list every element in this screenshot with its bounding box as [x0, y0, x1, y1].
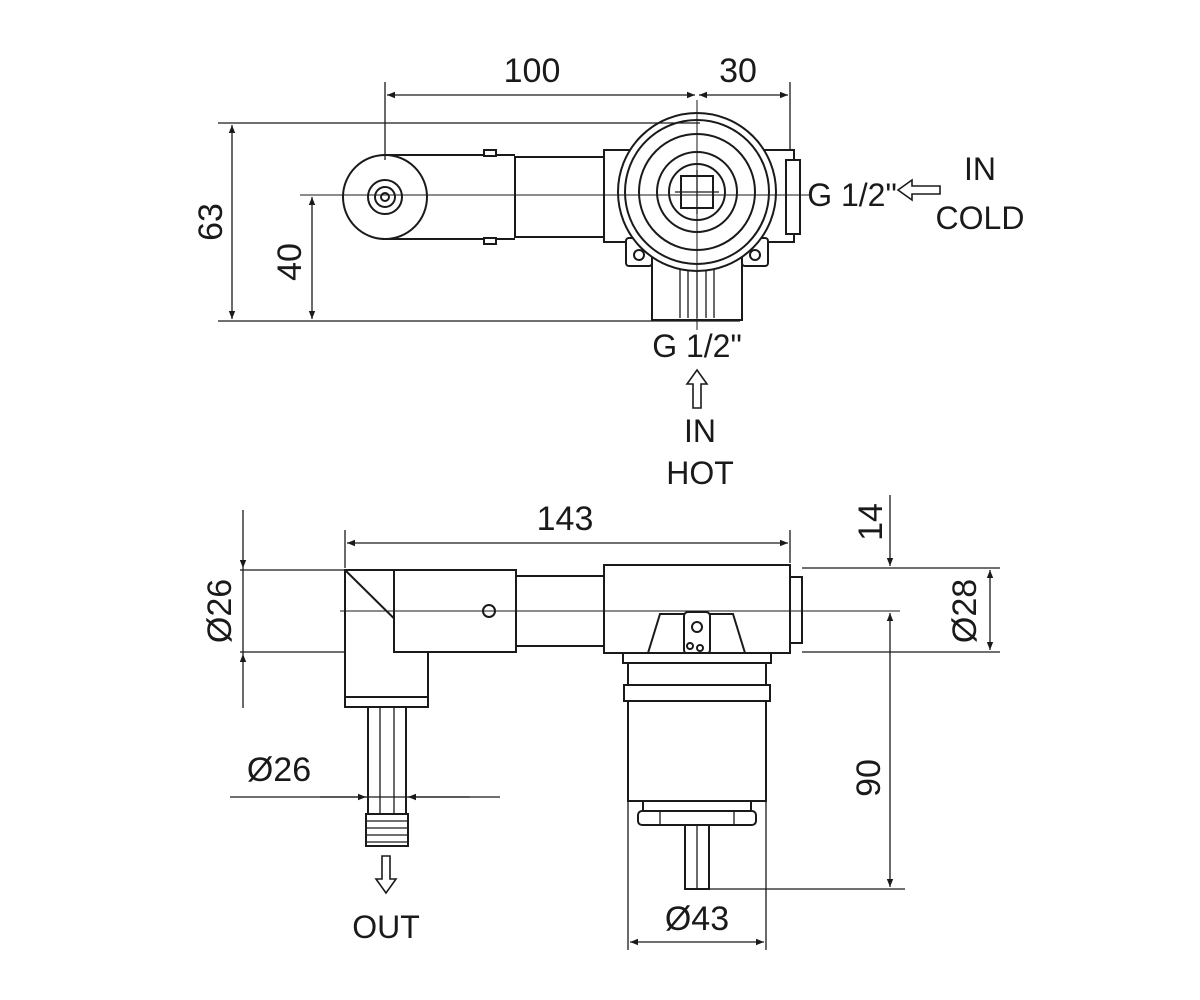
- hot-in-label: IN: [684, 413, 716, 449]
- dim-d26-left-label: Ø26: [201, 579, 239, 643]
- hot-inlet-arrow-icon: [685, 368, 709, 409]
- top-pipe-arm: [385, 149, 606, 245]
- hot-inlet-callout: G 1/2" IN HOT: [652, 328, 742, 491]
- bottom-spout-elbow: [344, 569, 429, 847]
- cold-thread-label: G 1/2": [807, 177, 897, 213]
- dim-d28: Ø28: [946, 570, 994, 650]
- dim-d43: Ø43: [630, 900, 764, 946]
- dim-d28-label: Ø28: [946, 579, 984, 643]
- top-valve-body: [603, 112, 801, 321]
- dim-30-label: 30: [719, 52, 757, 90]
- cold-cold-label: COLD: [936, 200, 1025, 236]
- dim-100: 100: [387, 52, 695, 99]
- top-view: 100 30 63 40 G 1/2" IN COLD G 1/2" IN: [192, 52, 1024, 491]
- dim-30: 30: [699, 52, 788, 99]
- dim-143-label: 143: [537, 500, 594, 538]
- cold-inlet-callout: G 1/2" IN COLD: [807, 151, 1024, 236]
- dim-40: 40: [271, 197, 316, 319]
- dim-100-label: 100: [504, 52, 561, 90]
- hot-hot-label: HOT: [666, 455, 734, 491]
- hot-thread-label: G 1/2": [652, 328, 742, 364]
- bottom-view: 143 Ø26 14 90 Ø28 Ø26: [201, 495, 1000, 950]
- dim-90-label: 90: [850, 759, 888, 797]
- dim-d43-label: Ø43: [665, 900, 729, 938]
- out-label: OUT: [352, 909, 420, 945]
- bottom-valve-body: [603, 564, 803, 890]
- dim-14-label: 14: [852, 503, 890, 541]
- dim-40-label: 40: [271, 243, 309, 281]
- top-outlet-disc: [342, 154, 428, 240]
- dim-d26-left: Ø26: [201, 510, 247, 708]
- dim-90: 90: [850, 613, 894, 887]
- outlet-callout: OUT: [352, 855, 420, 945]
- dim-d26-outlet: Ø26: [247, 751, 470, 801]
- dim-63: 63: [192, 125, 236, 319]
- cold-in-label: IN: [964, 151, 996, 187]
- dim-63-label: 63: [192, 203, 230, 241]
- dim-d26-outlet-label: Ø26: [247, 751, 311, 789]
- dim-143: 143: [347, 500, 788, 547]
- cold-inlet-arrow-icon: [896, 178, 941, 202]
- dim-14: 14: [852, 495, 894, 566]
- outlet-arrow-icon: [374, 855, 398, 895]
